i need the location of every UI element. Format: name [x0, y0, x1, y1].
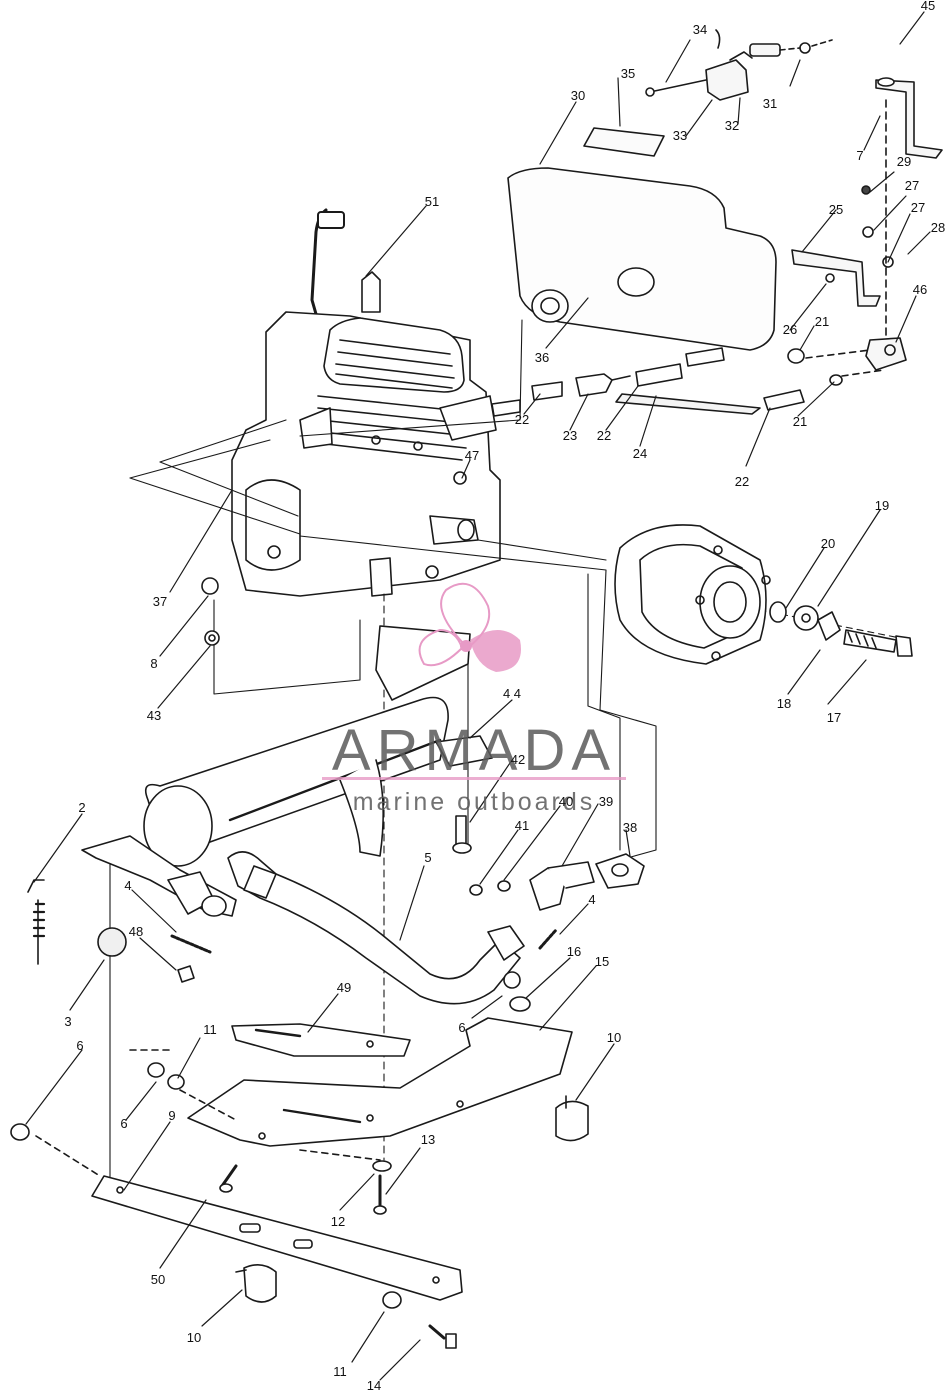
callout-label: 48	[129, 924, 143, 939]
exhaust-pipe	[227, 851, 525, 1005]
callout-label: 37	[153, 594, 167, 609]
callout-label: 19	[875, 498, 889, 513]
callout-label: 12	[331, 1214, 345, 1229]
fuel-line-assembly	[429, 347, 885, 421]
mounting-plates	[35, 1017, 589, 1303]
callout-label: 20	[821, 536, 835, 551]
callout-label: 41	[515, 818, 529, 833]
callout-label: 23	[563, 428, 577, 443]
callout-label: 14	[367, 1378, 381, 1392]
callout-label: 18	[777, 696, 791, 711]
callout-label: 27	[905, 178, 919, 193]
callout-label: 51	[425, 194, 439, 209]
callout-label: 27	[911, 200, 925, 215]
engine-assembly	[231, 208, 501, 597]
callout-label: 46	[913, 282, 927, 297]
armada-watermark: ARMADA marine outboards	[322, 582, 626, 816]
callout-label: 21	[815, 314, 829, 329]
callout-label: 10	[607, 1030, 621, 1045]
callout-label: 38	[623, 820, 637, 835]
callout-label: 45	[921, 0, 935, 13]
callout-label: 8	[150, 656, 157, 671]
callout-label: 2	[78, 800, 85, 815]
watermark-rule	[322, 777, 626, 780]
callout-label: 24	[633, 446, 647, 461]
callout-label: 25	[829, 202, 843, 217]
callout-label: 22	[515, 412, 529, 427]
callout-label: 40	[559, 794, 573, 809]
callout-label: 39	[599, 794, 613, 809]
muffler	[81, 625, 471, 917]
callout-label: 22	[735, 474, 749, 489]
callout-label: 17	[827, 710, 841, 725]
callout-label: 42	[511, 752, 525, 767]
callout-label: 9	[168, 1108, 175, 1123]
callout-label: 26	[783, 322, 797, 337]
callout-labels: 45 34 35 30 31 32 33 7 29 27 27 28 25 51…	[64, 0, 945, 1392]
callout-label: 22	[597, 428, 611, 443]
callout-label: 10	[187, 1330, 201, 1345]
callout-label: 28	[931, 220, 945, 235]
callout-label: 6	[120, 1116, 127, 1131]
watermark-brand: ARMADA	[332, 718, 616, 783]
callout-label: 29	[897, 154, 911, 169]
callout-label: 15	[595, 954, 609, 969]
callout-label: 7	[856, 148, 863, 163]
callout-label: 16	[567, 944, 581, 959]
callout-label: 34	[693, 22, 707, 37]
callout-label: 35	[621, 66, 635, 81]
callout-label: 4 4	[503, 686, 521, 701]
ignition-coil-module	[645, 29, 833, 101]
callout-label: 11	[203, 1022, 217, 1037]
callout-label: 5	[424, 850, 431, 865]
callout-label: 50	[151, 1272, 165, 1287]
mount-brackets	[791, 77, 943, 371]
callout-label: 3	[64, 1014, 71, 1029]
propeller-logo-icon	[418, 582, 521, 672]
callout-label: 11	[333, 1364, 347, 1379]
watermark-tagline: marine outboards	[353, 788, 596, 816]
callout-label: 4	[588, 892, 595, 907]
decal-plate	[583, 127, 665, 157]
callout-label: 13	[421, 1132, 435, 1147]
callout-label: 30	[571, 88, 585, 103]
callout-label: 21	[793, 414, 807, 429]
hardware-small-parts	[10, 577, 645, 1349]
callout-label: 33	[673, 128, 687, 143]
callout-label: 49	[337, 980, 351, 995]
callout-label: 31	[763, 96, 777, 111]
callout-label: 32	[725, 118, 739, 133]
leader-lines	[25, 11, 931, 1381]
recoil-starter-assembly	[614, 524, 913, 665]
callout-label: 4	[124, 878, 131, 893]
callout-label: 6	[76, 1038, 83, 1053]
callout-label: 6	[458, 1020, 465, 1035]
callout-label: 43	[147, 708, 161, 723]
fuel-tank-housing	[507, 167, 777, 351]
callout-label: 36	[535, 350, 549, 365]
callout-label: 47	[465, 448, 479, 463]
